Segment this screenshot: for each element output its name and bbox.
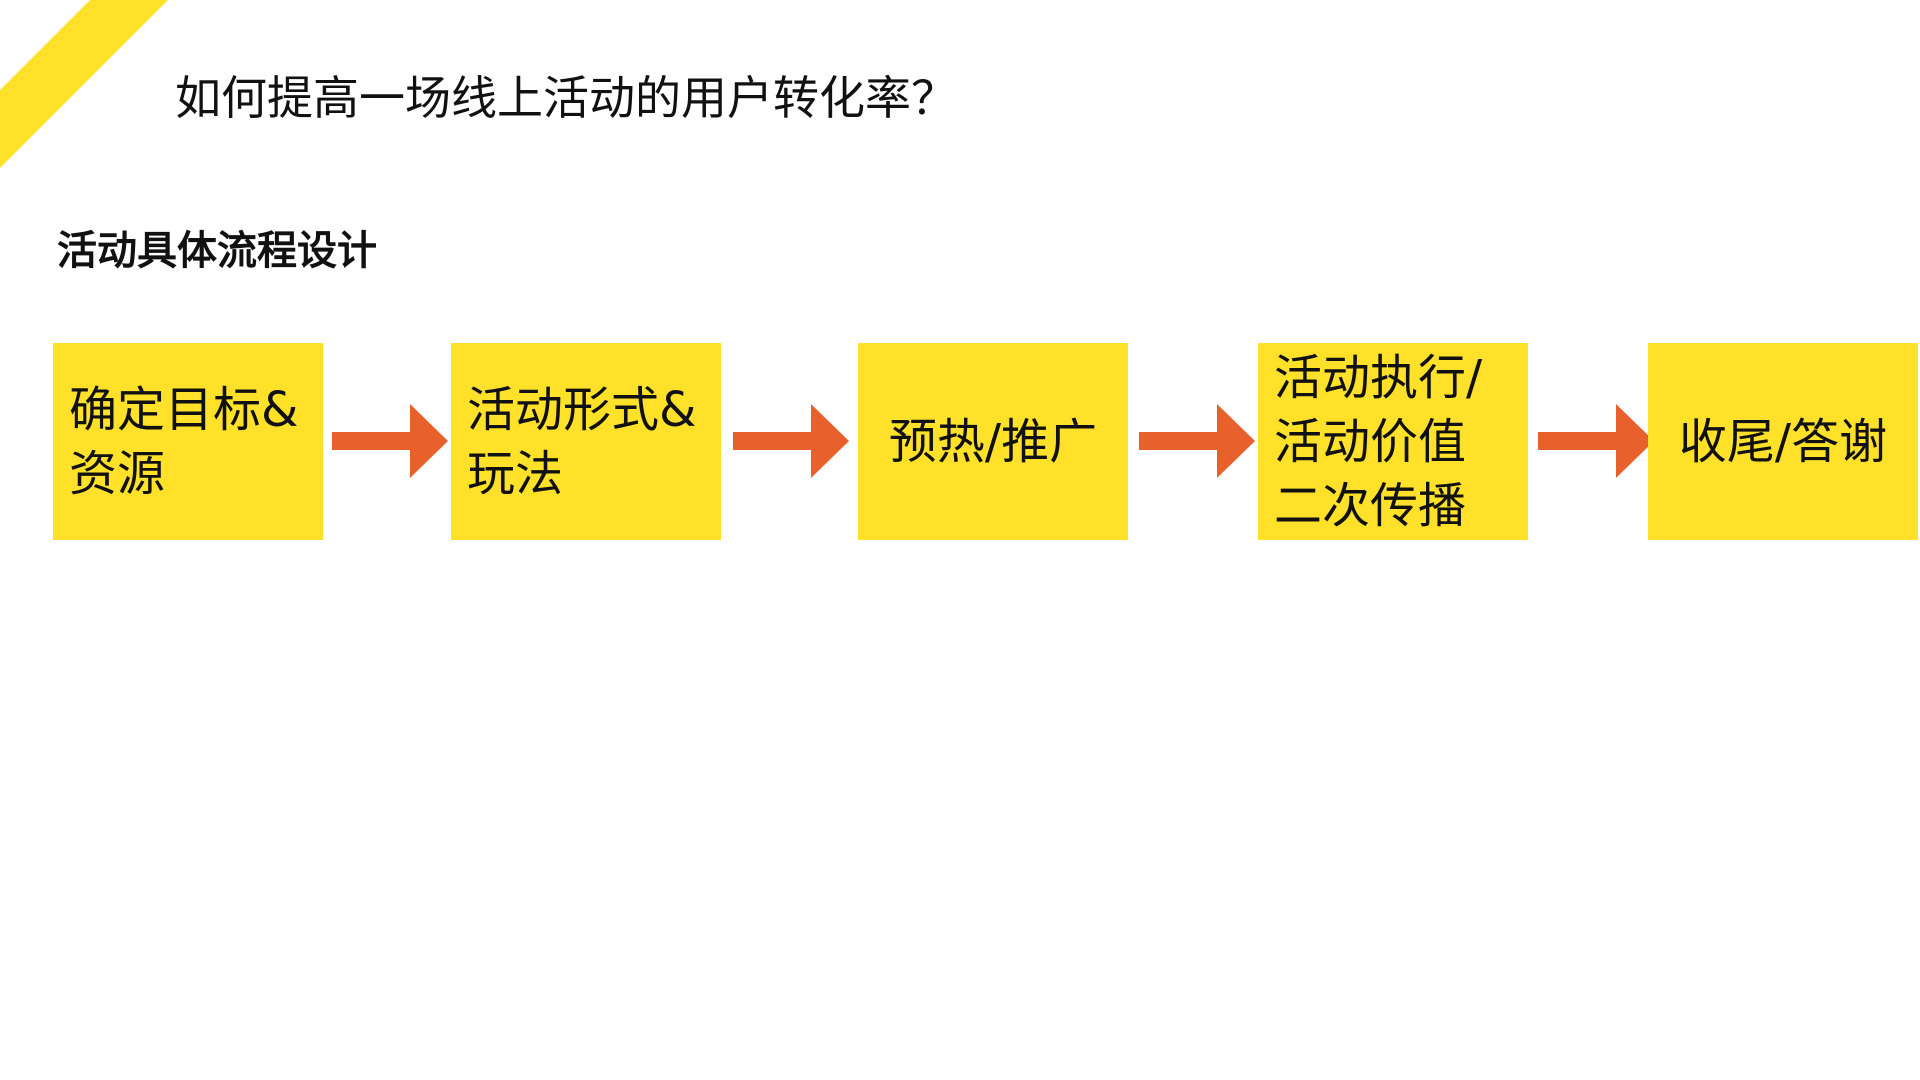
- flow-arrow-right-icon: [1538, 404, 1654, 478]
- flow-step-label: 活动形式& 玩法: [467, 381, 697, 502]
- flow-step-execution-value-spread: 活动执行/ 活动价值 二次传播: [1258, 343, 1528, 540]
- flow-step-warmup-promotion: 预热/推广: [858, 343, 1128, 540]
- flow-arrow-right-icon: [733, 404, 849, 478]
- flow-arrow-right-icon: [332, 404, 448, 478]
- flow-step-wrapup-thanks: 收尾/答谢: [1648, 343, 1918, 540]
- flow-step-goals-resources: 确定目标& 资源: [53, 343, 323, 540]
- flow-step-label: 预热/推广: [888, 413, 1098, 470]
- flow-arrow-right-icon: [1139, 404, 1255, 478]
- flow-step-label: 确定目标& 资源: [69, 381, 299, 502]
- flow-step-label: 收尾/答谢: [1678, 413, 1888, 470]
- section-subtitle: 活动具体流程设计: [57, 228, 377, 274]
- page-title: 如何提高一场线上活动的用户转化率？: [175, 71, 957, 125]
- flow-step-label: 活动执行/ 活动价值 二次传播: [1274, 349, 1483, 534]
- flow-step-format-gameplay: 活动形式& 玩法: [451, 343, 721, 540]
- corner-stripe-decoration: [0, 0, 168, 168]
